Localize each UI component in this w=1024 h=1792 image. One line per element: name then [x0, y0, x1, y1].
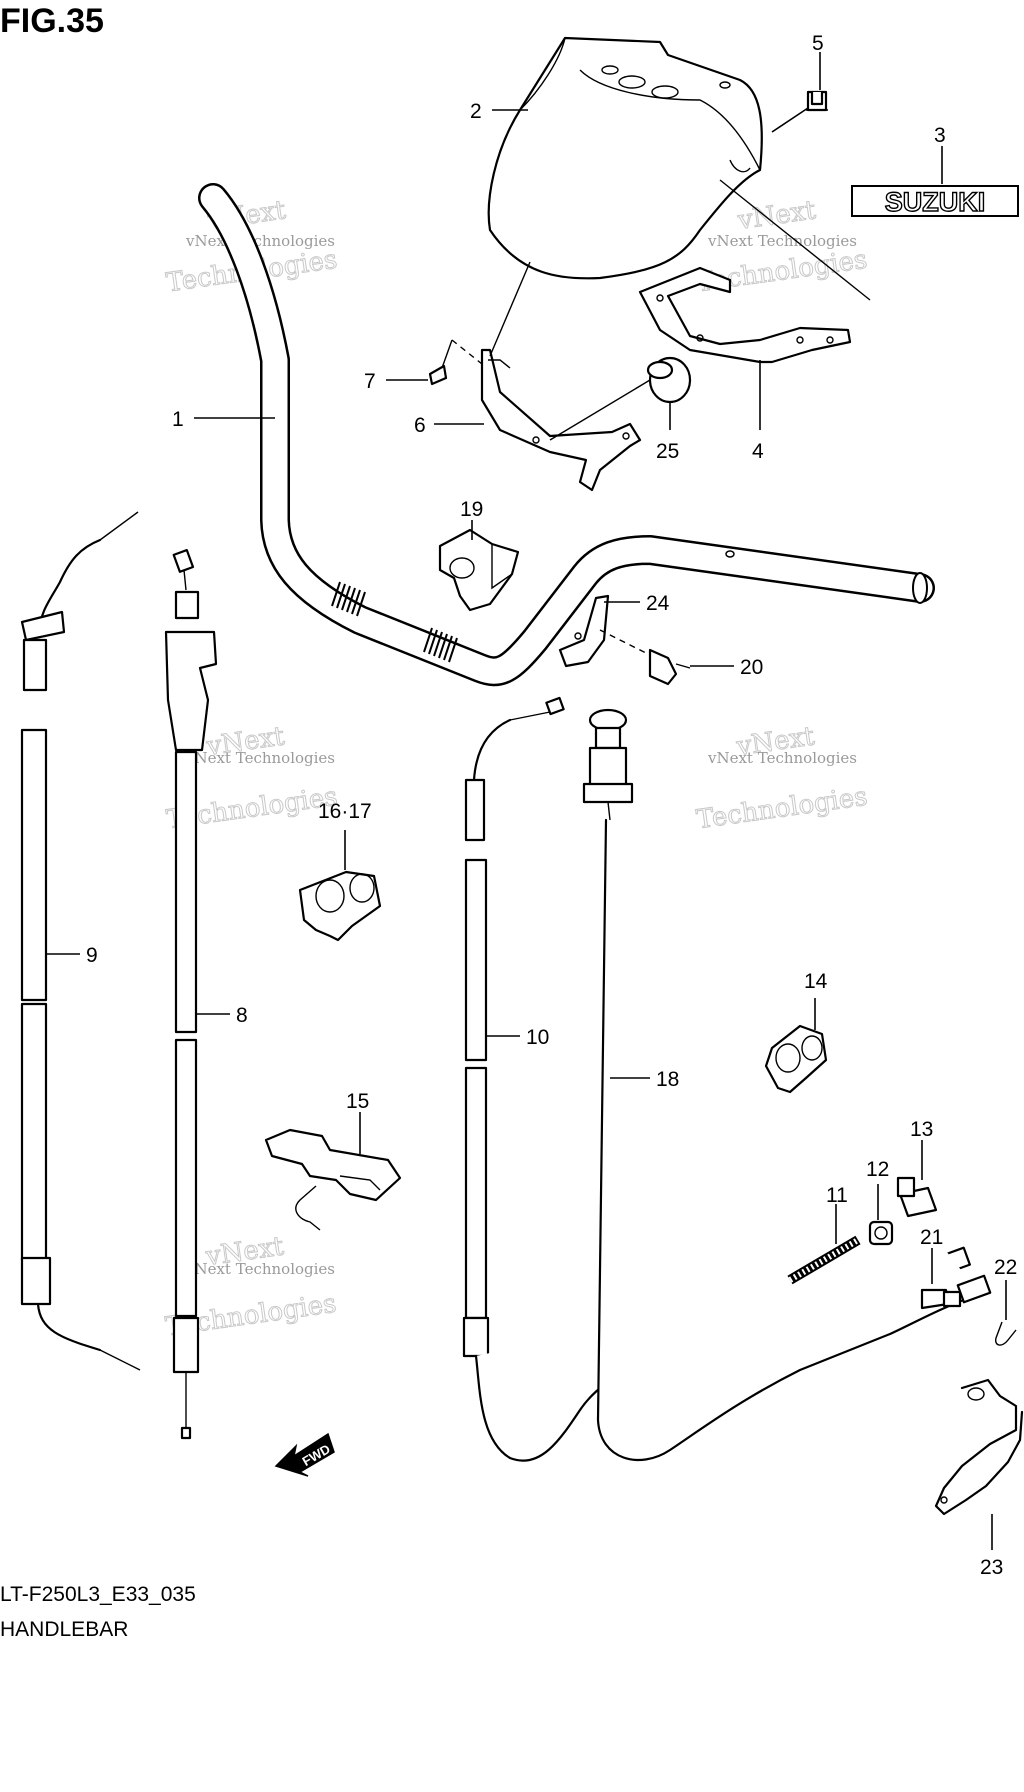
callout-7: 7 [364, 370, 376, 393]
watermark-small: vNext Technologies [185, 749, 335, 767]
callout-19: 19 [460, 498, 483, 521]
callout-6: 6 [414, 414, 426, 437]
callout-21: 21 [920, 1226, 943, 1249]
callout-15: 15 [346, 1090, 369, 1113]
bracket-part-15 [264, 1128, 402, 1231]
nut-part-12 [868, 1220, 894, 1246]
callout-11: 11 [826, 1184, 848, 1207]
callout-25: 25 [656, 440, 679, 463]
spring-part-11 [787, 1235, 861, 1285]
choke-cable-part-18 [582, 708, 992, 1462]
adjuster-part-13 [896, 1176, 938, 1218]
callout-23: 23 [980, 1556, 1003, 1579]
leader-line [451, 339, 483, 365]
grommet-part-25 [646, 356, 692, 404]
front-cover-part-2 [487, 36, 763, 280]
clamp-part-14 [764, 1024, 828, 1094]
watermark-small: vNext Technologies [707, 232, 857, 250]
callout-10: 10 [526, 1026, 549, 1049]
leader-line [719, 179, 871, 301]
screw-part-5 [806, 90, 828, 112]
callout-8: 8 [236, 1004, 248, 1027]
figure-name: HANDLEBAR [0, 1618, 129, 1641]
bracket-part-4 [638, 266, 852, 364]
bolt-part-21 [920, 1288, 962, 1310]
suzuki-logo-text: SUZUKI [885, 187, 986, 217]
suzuki-emblem-part-3: SUZUKI [851, 185, 1019, 218]
clamp-part-24 [558, 594, 610, 668]
figure-code: LT-F250L3_E33_035 [0, 1583, 196, 1606]
figure-title: FIG.35 [0, 2, 104, 40]
leader-line [771, 107, 809, 133]
leader-line [549, 379, 651, 441]
callout-3: 3 [934, 124, 946, 147]
watermark-large: Technologies [695, 782, 870, 836]
callout-16-17: 16·17 [318, 800, 372, 823]
cable-part-8 [164, 548, 218, 1440]
callout-20: 20 [740, 656, 763, 679]
watermark-group: Technologies vNext [694, 721, 870, 836]
callout-12: 12 [866, 1158, 889, 1181]
callout-5: 5 [812, 32, 824, 55]
clip-part-7 [428, 339, 453, 386]
cable-part-10 [462, 696, 971, 1462]
bracket-part-6 [480, 348, 642, 492]
callout-24: 24 [646, 592, 670, 615]
lever-part-23 [934, 1378, 1024, 1516]
handlebar-part-1 [198, 183, 935, 687]
clamp-part-16-17 [298, 870, 382, 942]
callout-14: 14 [804, 970, 828, 993]
callout-22: 22 [994, 1256, 1017, 1279]
fwd-arrow-icon: FWD [274, 1432, 335, 1477]
callout-18: 18 [656, 1068, 679, 1091]
watermark-small: vNext Technologies [185, 1260, 335, 1278]
callout-2: 2 [470, 100, 482, 123]
cable-part-9 [20, 511, 141, 1371]
callout-4: 4 [752, 440, 764, 463]
callout-1: 1 [172, 408, 184, 431]
bolt-part-20 [648, 648, 691, 686]
callout-9: 9 [86, 944, 98, 967]
clip-part-22 [994, 1321, 1017, 1346]
leader-line [489, 261, 531, 357]
holder-part-19 [438, 528, 520, 612]
callout-13: 13 [910, 1118, 933, 1141]
watermark-small: vNext Technologies [185, 232, 335, 250]
watermark-small: vNext Technologies [707, 749, 857, 767]
